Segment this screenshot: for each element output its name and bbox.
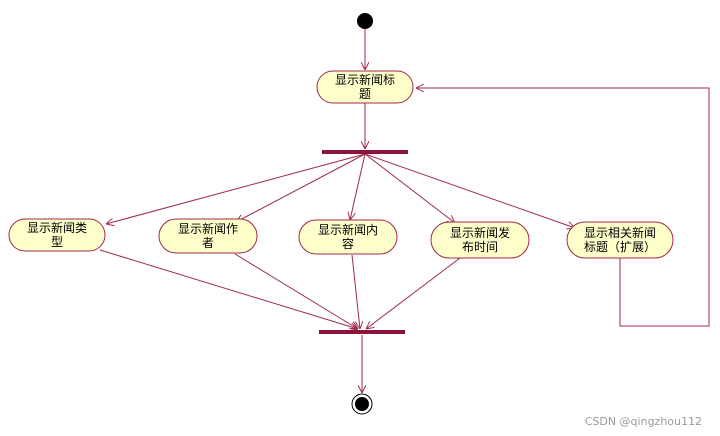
action-time-label-0: 显示新闻发	[450, 225, 510, 240]
action-related-label-1: 标题（扩展）	[584, 240, 656, 254]
edge-fork-content	[350, 153, 366, 220]
edge-type-join	[99, 249, 358, 329]
action-related-label-0: 显示相关新闻	[584, 225, 656, 240]
action-type-label-0: 显示新闻类	[27, 220, 87, 235]
start-node	[357, 13, 373, 29]
action-type-shape	[8, 218, 106, 252]
action-content-shape	[298, 219, 398, 255]
nodes-layer: 显示新闻标题显示新闻类型显示新闻作者显示新闻内容显示新闻发布时间显示相关新闻标题…	[8, 13, 674, 415]
action-type-label-1: 型	[51, 235, 63, 249]
action-author-shape	[158, 218, 258, 254]
action-time-shape	[430, 221, 530, 259]
edge-time-join	[366, 257, 461, 329]
edge-content-join	[351, 254, 360, 329]
action-title-shape	[316, 70, 414, 104]
join-bar	[319, 330, 405, 334]
watermark: CSDN @qingzhou112	[584, 415, 702, 428]
action-time-label-1: 布时间	[462, 240, 498, 254]
fork-bar	[322, 150, 408, 154]
action-content-label-1: 容	[342, 236, 354, 251]
action-author-label-1: 者	[202, 236, 214, 250]
end-node	[355, 397, 369, 411]
action-title-label-1: 题	[359, 87, 371, 101]
action-author-label-0: 显示新闻作	[178, 221, 238, 236]
edges-layer	[99, 29, 710, 393]
action-related-shape	[566, 221, 674, 259]
action-content-label-0: 显示新闻内	[318, 222, 378, 237]
edge-author-join	[234, 253, 358, 329]
edge-fork-type	[106, 153, 366, 224]
edge-fork-author	[236, 153, 366, 222]
edge-fork-related	[364, 153, 575, 228]
edge-fork-time	[364, 153, 455, 223]
edge-related-title	[416, 88, 710, 327]
action-title-label-0: 显示新闻标	[335, 72, 395, 87]
